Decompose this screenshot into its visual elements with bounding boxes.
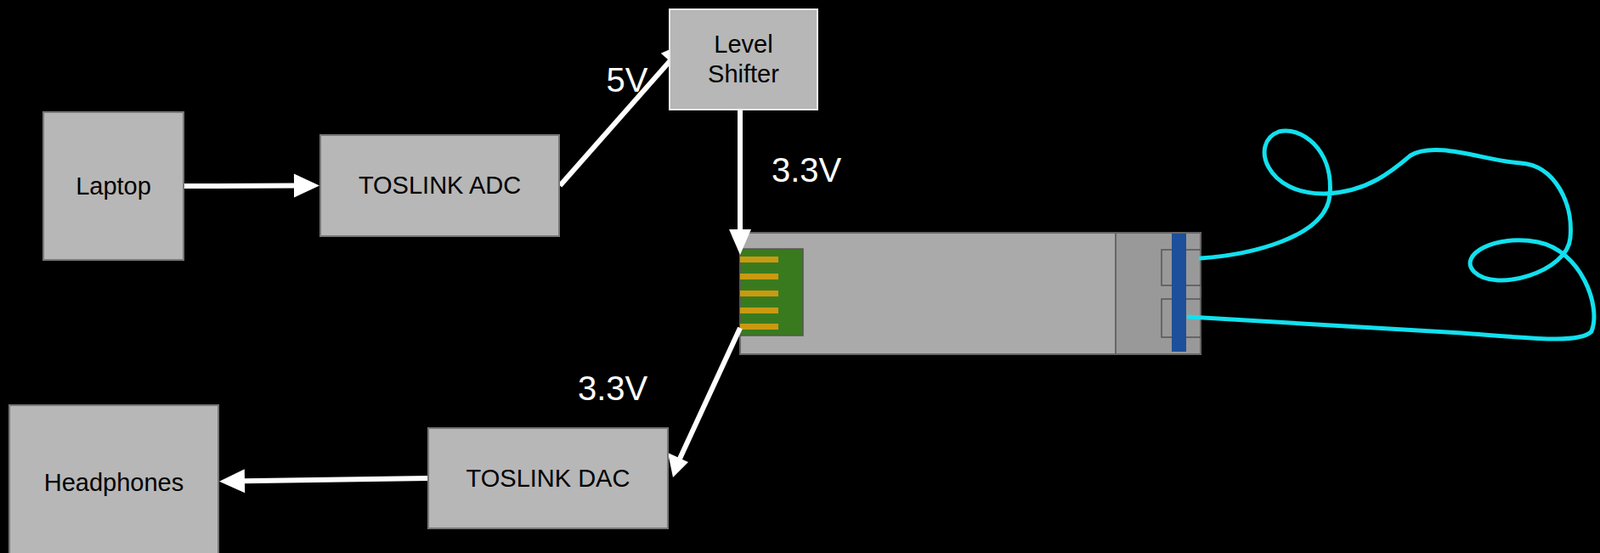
gold-fingers bbox=[740, 256, 779, 330]
node-label: Level Shifter bbox=[670, 29, 817, 90]
arrowhead bbox=[293, 174, 320, 198]
sfp-body bbox=[740, 232, 1201, 355]
voltage-label: 3.3V bbox=[577, 371, 648, 406]
process-box: Level Shifter bbox=[668, 8, 819, 111]
signal-arrows bbox=[667, 110, 752, 478]
voltage-label: 5V bbox=[606, 62, 649, 97]
connector-line bbox=[243, 478, 428, 481]
sfp-cage bbox=[1115, 232, 1201, 355]
converter-box: TOSLINK DAC bbox=[427, 427, 669, 530]
node-label: TOSLINK DAC bbox=[457, 463, 639, 494]
device-box: Laptop bbox=[42, 111, 185, 261]
fiber-cable bbox=[1188, 130, 1595, 340]
voltage-label: 3.3V bbox=[771, 152, 842, 187]
arrow-connector bbox=[559, 42, 687, 187]
pcb-edge bbox=[740, 248, 803, 336]
connector-line bbox=[559, 60, 672, 187]
node-label: Laptop bbox=[67, 171, 160, 202]
arrowhead bbox=[219, 469, 245, 493]
arrow-connector bbox=[184, 174, 320, 198]
lc-connector bbox=[1171, 233, 1187, 352]
node-label: Headphones bbox=[35, 468, 193, 498]
arrow-connector bbox=[219, 469, 428, 493]
sfp-module bbox=[740, 232, 1201, 355]
converter-box: TOSLINK ADC bbox=[319, 134, 560, 238]
node-label: TOSLINK ADC bbox=[350, 170, 530, 201]
device-box: Headphones bbox=[8, 404, 220, 553]
connector-line bbox=[184, 183, 296, 189]
